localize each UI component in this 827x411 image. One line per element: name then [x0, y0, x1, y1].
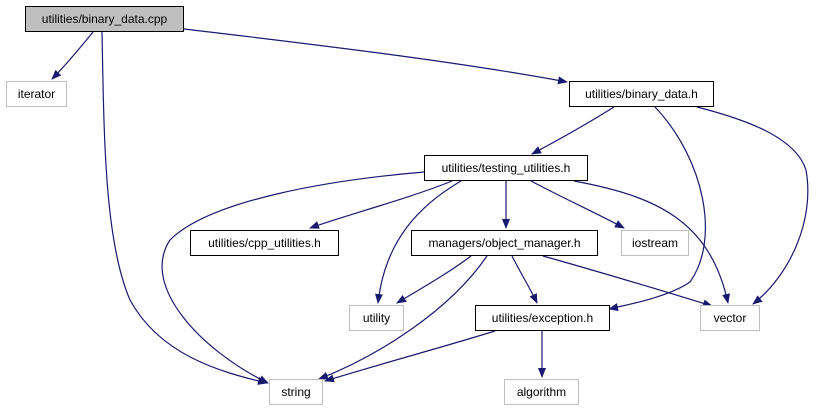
edge-object-manager-h-to-utility: [396, 255, 472, 304]
edge-binary-data-cpp-to-binary-data-h: [183, 28, 568, 85]
edge-testing-utilities-h-to-iostream: [530, 180, 625, 229]
node-testing-utilities-h[interactable]: utilities/testing_utilities.h: [424, 155, 588, 181]
edge-binary-data-h-to-exception-h: [608, 106, 706, 311]
edge-exception-h-to-string: [324, 330, 496, 383]
node-binary-data-cpp[interactable]: utilities/binary_data.cpp: [25, 6, 184, 32]
edge-object-manager-h-to-exception-h: [511, 255, 538, 304]
node-iterator: iterator: [6, 81, 67, 107]
edge-binary-data-h-to-testing-utilities-h: [531, 106, 615, 155]
node-cpp-utilities-h[interactable]: utilities/cpp_utilities.h: [190, 230, 339, 256]
edge-testing-utilities-h-to-string: [161, 171, 425, 384]
node-binary-data-h[interactable]: utilities/binary_data.h: [569, 81, 714, 107]
edge-binary-data-cpp-to-string: [101, 31, 268, 385]
node-utility: utility: [349, 305, 404, 331]
edge-object-manager-h-to-vector: [542, 255, 713, 308]
node-vector: vector: [700, 305, 760, 331]
edge-testing-utilities-h-to-vector: [573, 180, 730, 304]
edge-binary-data-h-to-vector: [696, 106, 809, 305]
node-algorithm: algorithm: [504, 379, 579, 405]
edge-testing-utilities-h-to-cpp-utilities-h: [309, 180, 453, 229]
node-object-manager-h[interactable]: managers/object_manager.h: [411, 230, 598, 256]
edge-testing-utilities-h-to-utility: [375, 180, 462, 304]
edge-binary-data-cpp-to-iterator: [51, 31, 94, 80]
node-iostream: iostream: [621, 230, 689, 256]
node-string: string: [269, 379, 323, 405]
node-exception-h[interactable]: utilities/exception.h: [475, 305, 610, 331]
edge-object-manager-h-to-string: [318, 255, 488, 380]
